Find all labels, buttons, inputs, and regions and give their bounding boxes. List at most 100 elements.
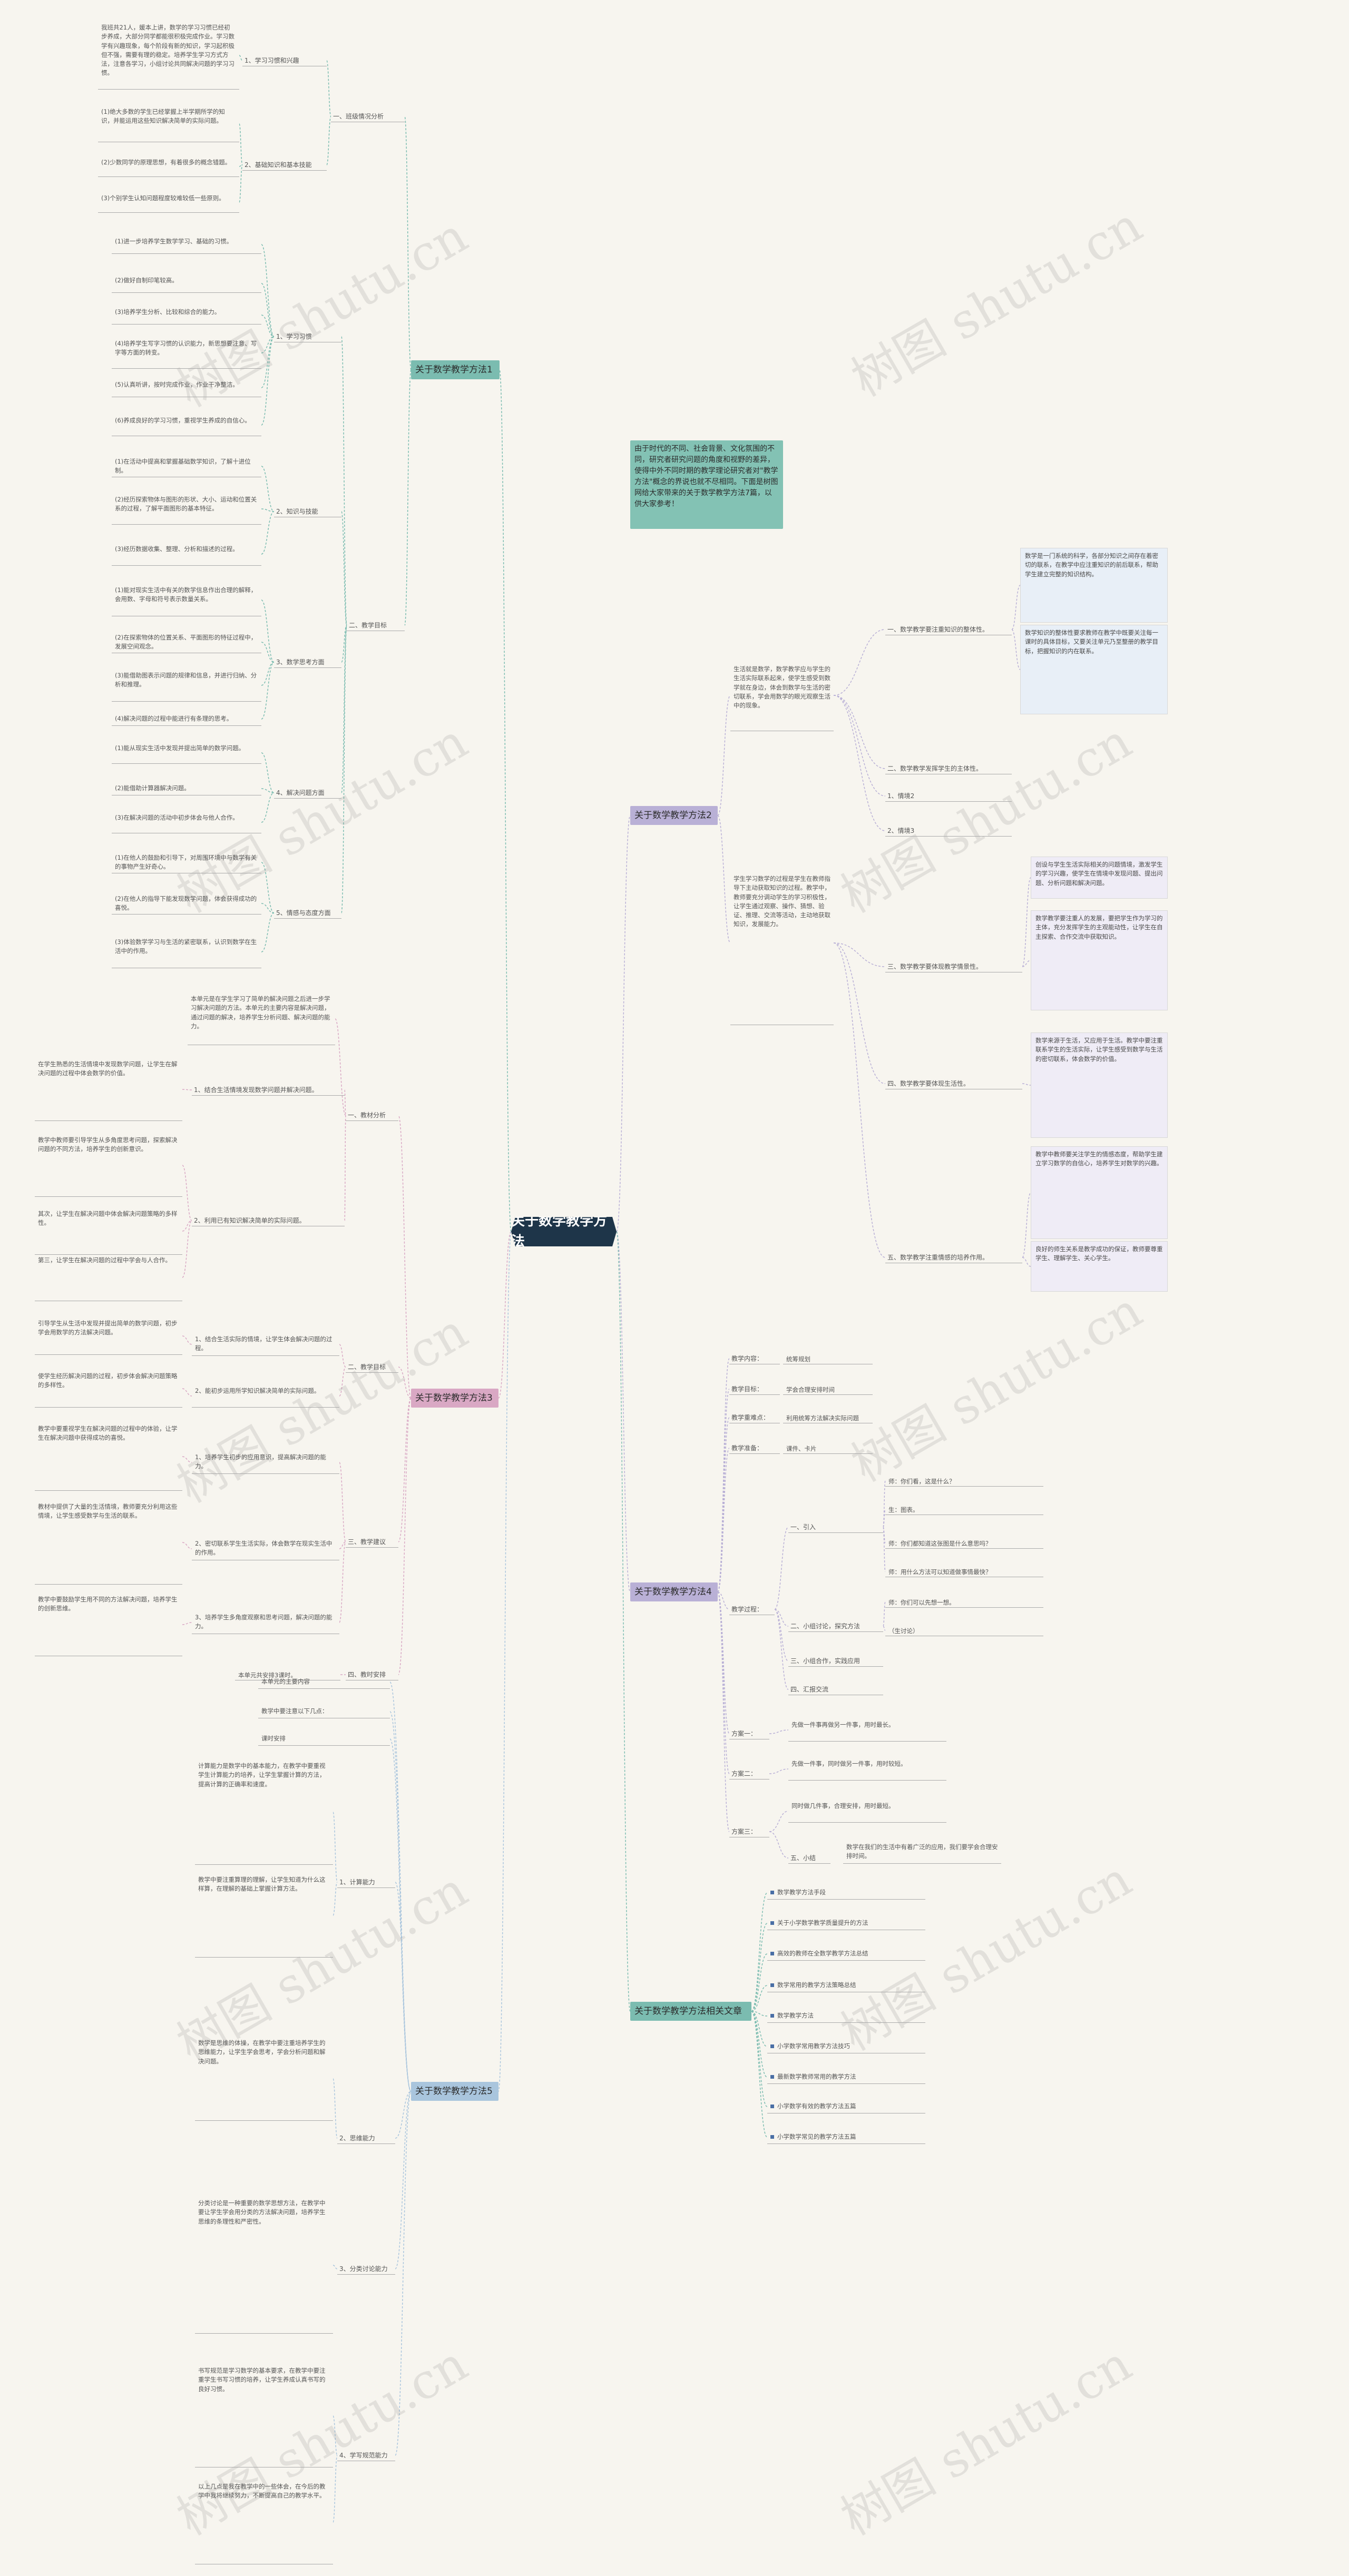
related-article-link[interactable]: 小学数学常用教学方法技巧: [767, 2040, 925, 2053]
intro-note: 由于时代的不同、社会背景、文化氛围的不同，研究者研究问题的角度和视野的差异，使得…: [630, 440, 783, 529]
connector: [261, 662, 275, 720]
connector: [239, 164, 243, 167]
b6-item[interactable]: 4、学写规范能力: [337, 2450, 395, 2461]
b3-s1-note: 第三，让学生在解决问题的过程中学会与人合作。: [35, 1254, 182, 1301]
b4-step[interactable]: 二、小组讨论，探究方法: [788, 1620, 883, 1632]
connector: [339, 1366, 346, 1397]
connector: [389, 1711, 412, 2092]
related-article-link[interactable]: 小学数学常见的教学方法五篇: [767, 2130, 925, 2144]
connector: [261, 336, 275, 388]
b1-s2-note: (4)解决问题的过程中能进行有条理的思考。: [112, 712, 261, 726]
branch-4-title[interactable]: 关于数学教学方法4: [630, 1582, 718, 1601]
b3-section-2[interactable]: 二、教学目标: [346, 1361, 398, 1373]
b4-plan[interactable]: 方案三：: [729, 1826, 769, 1837]
b6-item[interactable]: 2、思维能力: [337, 2132, 395, 2144]
connector: [717, 695, 731, 816]
b4-process[interactable]: 教学过程：: [729, 1604, 775, 1615]
connector: [1022, 1192, 1031, 1258]
connector: [616, 815, 631, 1232]
b2-note: 数学是一门系统的科学，各部分知识之间存在着密切的联系，在教学中应注重知识的前后联…: [1020, 548, 1168, 623]
related-article-link[interactable]: 数学常用的教学方法策略总结: [767, 1979, 925, 1992]
b4-summary-note: 数学在我们的生活中有着广泛的应用，我们要学会合理安排时间。: [843, 1841, 1001, 1864]
related-article-link[interactable]: 高效的教师在全数学教学方法总结: [767, 1947, 925, 1961]
b2-item[interactable]: 一、数学教学要注重知识的整体性。: [885, 624, 1012, 635]
b1-s1-item[interactable]: 1、学习习惯和兴趣: [242, 55, 327, 66]
connector: [717, 1591, 730, 1610]
b2-item[interactable]: 二、数学教学发挥学生的主体性。: [885, 763, 1012, 774]
connector: [261, 903, 275, 913]
b3-section-4[interactable]: 四、教时安排: [346, 1669, 398, 1680]
b2-note-2: 创设与学生生活实际相关的问题情境，激发学生的学习兴趣，使学生在情境中发现问题、提…: [1031, 857, 1168, 899]
related-article-link[interactable]: 最新数学教师常用的教学方法: [767, 2070, 925, 2084]
b4-step-note: 师：你们都知道这张图是什么意思吗？: [885, 1537, 1043, 1549]
connector: [751, 2011, 768, 2078]
connector: [404, 116, 412, 370]
b1-s2-item[interactable]: 4、解决问题方面: [274, 787, 341, 799]
branch-5-title[interactable]: 关于数学教学方法相关文章: [630, 2002, 751, 2021]
b4-summary[interactable]: 五、小结: [788, 1852, 830, 1864]
branch-2-title[interactable]: 关于数学教学方法2: [630, 806, 718, 825]
connector: [404, 369, 412, 626]
b3-s1-item[interactable]: 1、结合生活情境发现数学问题并解决问题。: [192, 1084, 345, 1096]
b4-plan[interactable]: 方案二：: [729, 1768, 769, 1779]
connector: [333, 1812, 338, 1883]
b4-step[interactable]: 三、小组合作，实践应用: [788, 1655, 883, 1667]
b4-step[interactable]: 一、引入: [788, 1521, 883, 1533]
branch-1-title[interactable]: 关于数学教学方法1: [411, 360, 500, 379]
b4-field-key[interactable]: 教学内容：: [729, 1353, 780, 1364]
related-article-link[interactable]: 关于小学数学教学质量提升的方法: [767, 1916, 925, 1930]
b2-item-2[interactable]: 五、数学教学注重情感的培养作用。: [885, 1252, 1022, 1263]
connector: [261, 662, 275, 686]
connector: [261, 912, 275, 952]
connector: [239, 123, 243, 165]
b1-s2-note: (3)经历数据收集、整理、分析和描述的过程。: [112, 543, 261, 566]
b1-s2-item[interactable]: 3、数学思考方面: [274, 656, 341, 668]
connector: [1022, 1083, 1031, 1086]
connector: [339, 1541, 346, 1549]
b1-s2-item[interactable]: 5、情感与态度方面: [274, 907, 341, 919]
b2-item[interactable]: 2、情境3: [885, 825, 1012, 837]
b3-section-1[interactable]: 一、教材分析: [346, 1109, 398, 1121]
b6-item[interactable]: 1、计算能力: [337, 1876, 395, 1888]
b4-field-key[interactable]: 教学重难点：: [729, 1412, 780, 1423]
connector: [498, 1231, 512, 2092]
related-article-link[interactable]: 数学教学方法: [767, 2009, 925, 2023]
branch-6-title[interactable]: 关于数学教学方法5: [411, 2082, 498, 2101]
connector: [751, 1892, 768, 2012]
connector: [341, 625, 347, 793]
connector: [717, 1358, 730, 1592]
b3-s2-note: 使学生经历解决问题的过程，初步体会解决问题策略的多样性。: [35, 1370, 182, 1408]
related-article-link[interactable]: 数学教学方法手段: [767, 1886, 925, 1900]
connector: [833, 629, 886, 696]
b4-plan[interactable]: 方案一：: [729, 1728, 769, 1739]
b2-item-2[interactable]: 四、数学教学要体现生活性。: [885, 1078, 1022, 1089]
b4-field-key[interactable]: 教学目标：: [729, 1383, 780, 1395]
bullet-icon: [770, 2014, 774, 2018]
b1-s2-note: (2)在他人的指导下能发现数学问题，体会获得成功的喜悦。: [112, 892, 261, 915]
b3-s2-item: 1、结合生活实际的情境，让学生体会解决问题的过程。: [192, 1333, 339, 1356]
b1-section-2[interactable]: 二、教学目标: [347, 620, 405, 631]
connector: [326, 116, 331, 165]
b3-section-3[interactable]: 三、教学建议: [346, 1536, 398, 1548]
root-topic[interactable]: 关于数学教学方法: [511, 1217, 617, 1246]
b3-s2-note: 引导学生从生活中发现并提出简单的数学问题，初步学会用数学的方法解决问题。: [35, 1317, 182, 1355]
b1-s2-item[interactable]: 2、知识与技能: [274, 506, 341, 517]
b2-item-2[interactable]: 三、数学教学要体现教学情景性。: [885, 961, 1022, 972]
branch-3-title[interactable]: 关于数学教学方法3: [411, 1389, 498, 1408]
b4-field-value: 学会合理安排时间: [783, 1383, 873, 1395]
connector: [341, 625, 347, 913]
b4-field-key[interactable]: 教学准备：: [729, 1442, 780, 1454]
bullet-icon: [770, 2135, 774, 2139]
b1-s1-item[interactable]: 2、基础知识和基本技能: [242, 159, 327, 171]
b2-lead-2: 学生学习数学的过程是学生在教师指导下主动获取知识的过程。教学中，教师要充分调动学…: [730, 872, 834, 1025]
connector: [182, 1456, 192, 1463]
related-article-link[interactable]: 小学数学有效的教学方法五篇: [767, 2100, 925, 2113]
b2-item[interactable]: 1、情境2: [885, 790, 1012, 802]
b6-item[interactable]: 3、分类讨论能力: [337, 2263, 395, 2275]
b1-section-1[interactable]: 一、班级情况分析: [331, 111, 405, 122]
b1-s2-item[interactable]: 1、学习习惯: [274, 331, 341, 342]
b4-step[interactable]: 四、汇报交流: [788, 1684, 883, 1695]
b3-s1-item[interactable]: 2、利用已有知识解决简单的实际问题。: [192, 1215, 345, 1226]
connector: [182, 1220, 192, 1232]
connector: [395, 1882, 412, 2092]
